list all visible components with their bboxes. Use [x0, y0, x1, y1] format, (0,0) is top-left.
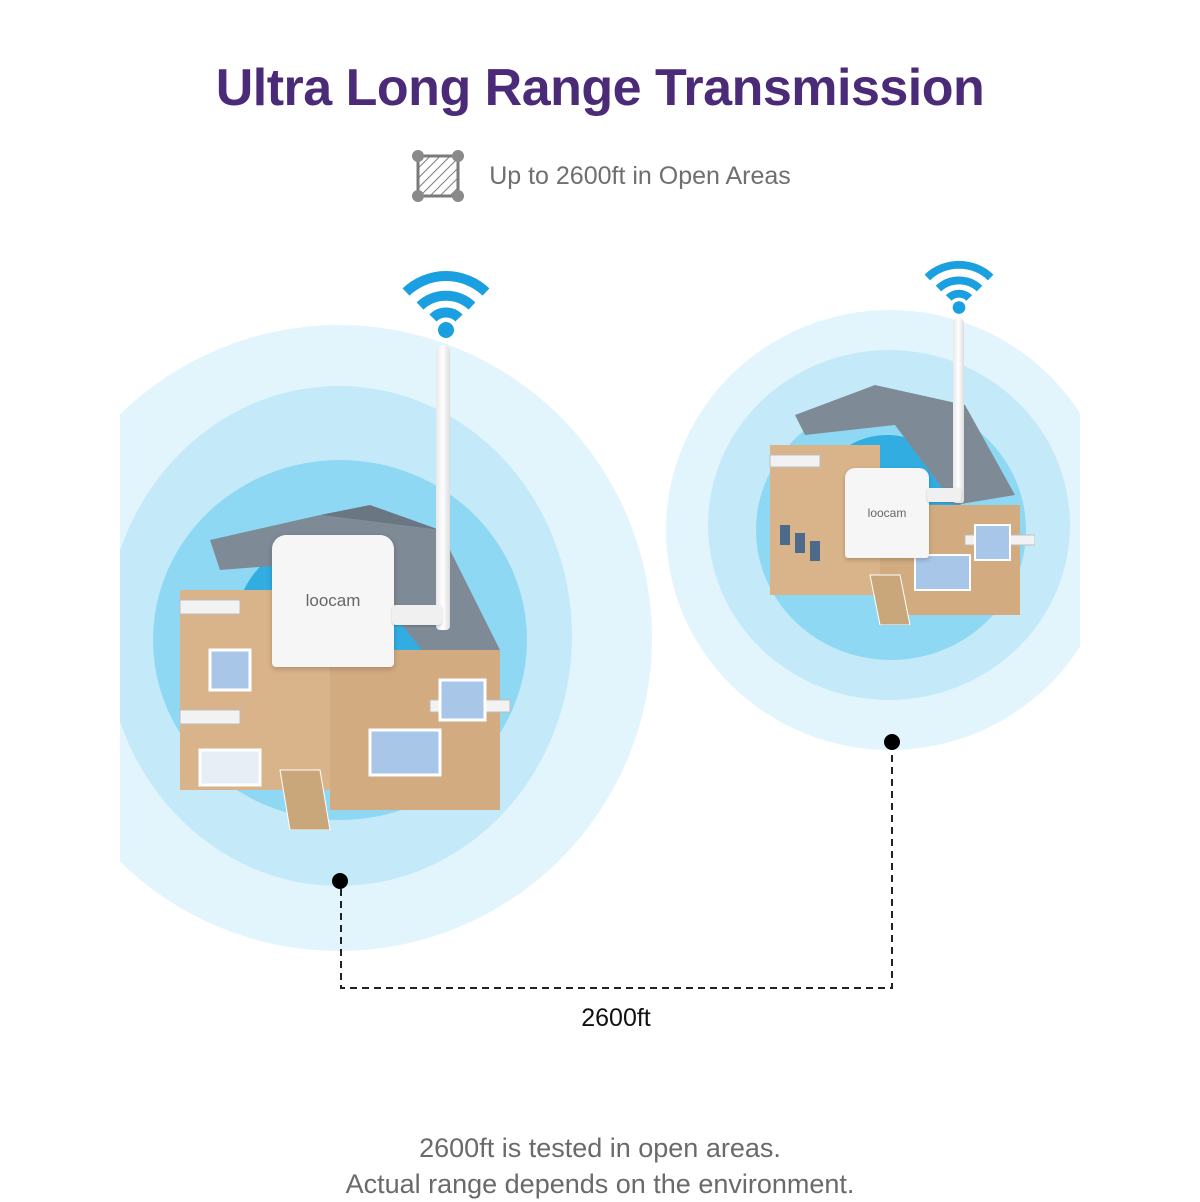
wifi-icon [402, 271, 490, 338]
left-device-brand-label: loocam [305, 591, 361, 610]
left-antenna [436, 345, 450, 630]
wifi-icon [924, 260, 994, 314]
footnote-line-2: Actual range depends on the environment. [345, 1169, 855, 1199]
left-range-marker-dot [332, 873, 348, 889]
right-antenna-connector [927, 488, 961, 502]
left-antenna-connector [392, 605, 442, 625]
right-range-marker-dot [884, 734, 900, 750]
range-diagram: loocam loocam [120, 240, 1080, 1000]
distance-label: 2600ft [581, 1004, 651, 1032]
page-title: Ultra Long Range Transmission [215, 59, 985, 117]
left-device-body: loocam [272, 535, 394, 667]
right-device-body: loocam [845, 468, 929, 558]
footnote: 2600ft is tested in open areas. Actual r… [0, 1130, 1200, 1202]
right-antenna [953, 318, 964, 503]
footnote-line-1: 2600ft is tested in open areas. [419, 1133, 781, 1163]
range-subtitle: Up to 2600ft in Open Areas [0, 146, 1200, 206]
right-device-brand-label: loocam [867, 506, 907, 520]
subtitle-text: Up to 2600ft in Open Areas [489, 161, 791, 190]
area-hatched-square-icon [412, 150, 465, 202]
